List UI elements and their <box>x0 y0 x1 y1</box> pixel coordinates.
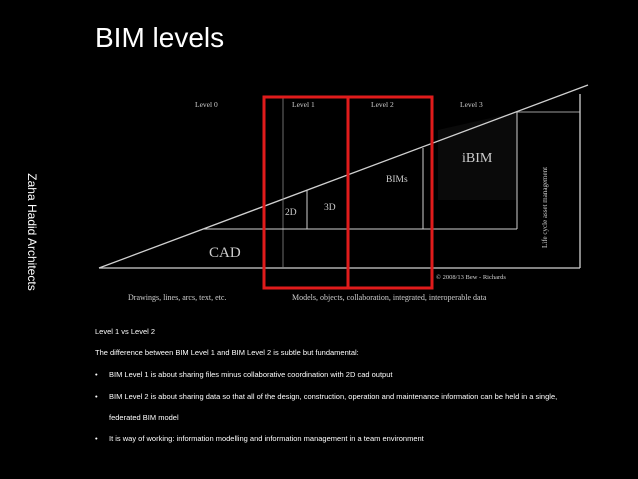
bullet-glyph: • <box>95 370 98 379</box>
bottom-right-caption: Models, objects, collaboration, integrat… <box>292 293 487 302</box>
bullet-text-continued: federated BIM model <box>109 413 179 422</box>
notes-intro: The difference between BIM Level 1 and B… <box>95 348 359 357</box>
level-0-label: Level 0 <box>195 100 218 109</box>
level-1-highlight-box <box>262 95 350 290</box>
bullet-text: It is way of working: information modell… <box>109 434 424 443</box>
level-2-highlight-box <box>346 95 434 290</box>
cad-region-label: CAD <box>209 245 241 261</box>
bullet-glyph: • <box>95 434 98 443</box>
3d-region-label: 3D <box>324 203 336 213</box>
bullet-glyph: • <box>95 392 98 401</box>
level-3-label: Level 3 <box>460 100 483 109</box>
bims-region-label: BIMs <box>386 175 408 185</box>
bullet-text: BIM Level 2 is about sharing data so tha… <box>109 392 558 401</box>
notes-heading: Level 1 vs Level 2 <box>95 327 156 336</box>
ibim-region <box>438 112 517 200</box>
slide-title: BIM levels <box>95 22 225 53</box>
bullet-text: BIM Level 1 is about sharing files minus… <box>109 370 393 379</box>
lifecycle-side-label: Life cycle asset management <box>541 167 549 248</box>
copyright-text: © 2008/13 Bew - Richards <box>436 274 506 281</box>
diagonal-line <box>98 84 589 269</box>
level-1-label: Level 1 <box>292 100 315 109</box>
level-2-label: Level 2 <box>371 100 394 109</box>
bottom-left-caption: Drawings, lines, arcs, text, etc. <box>128 293 226 302</box>
2d-region-label: 2D <box>285 208 297 218</box>
ibim-region-label: iBIM <box>462 151 493 166</box>
